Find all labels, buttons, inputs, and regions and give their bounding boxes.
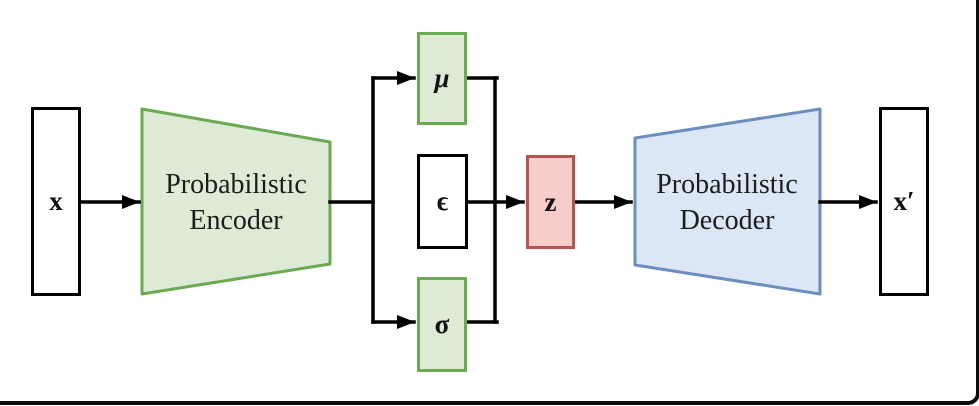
epsilon-label: ϵ: [436, 186, 449, 216]
epsilon-box: ϵ: [417, 154, 468, 249]
encoder-shape: [140, 107, 332, 296]
output-box: x′: [879, 107, 929, 296]
output-label: x′: [893, 186, 915, 216]
sigma-label: σ: [434, 309, 450, 339]
mu-box: μ: [417, 32, 467, 125]
latent-z-label: z: [544, 186, 557, 217]
mu-label: μ: [434, 63, 450, 93]
input-label: x: [49, 186, 63, 216]
latent-z-box: z: [526, 155, 575, 249]
decoder-shape: [633, 107, 822, 296]
input-box: x: [31, 107, 81, 296]
sigma-box: σ: [417, 277, 467, 372]
